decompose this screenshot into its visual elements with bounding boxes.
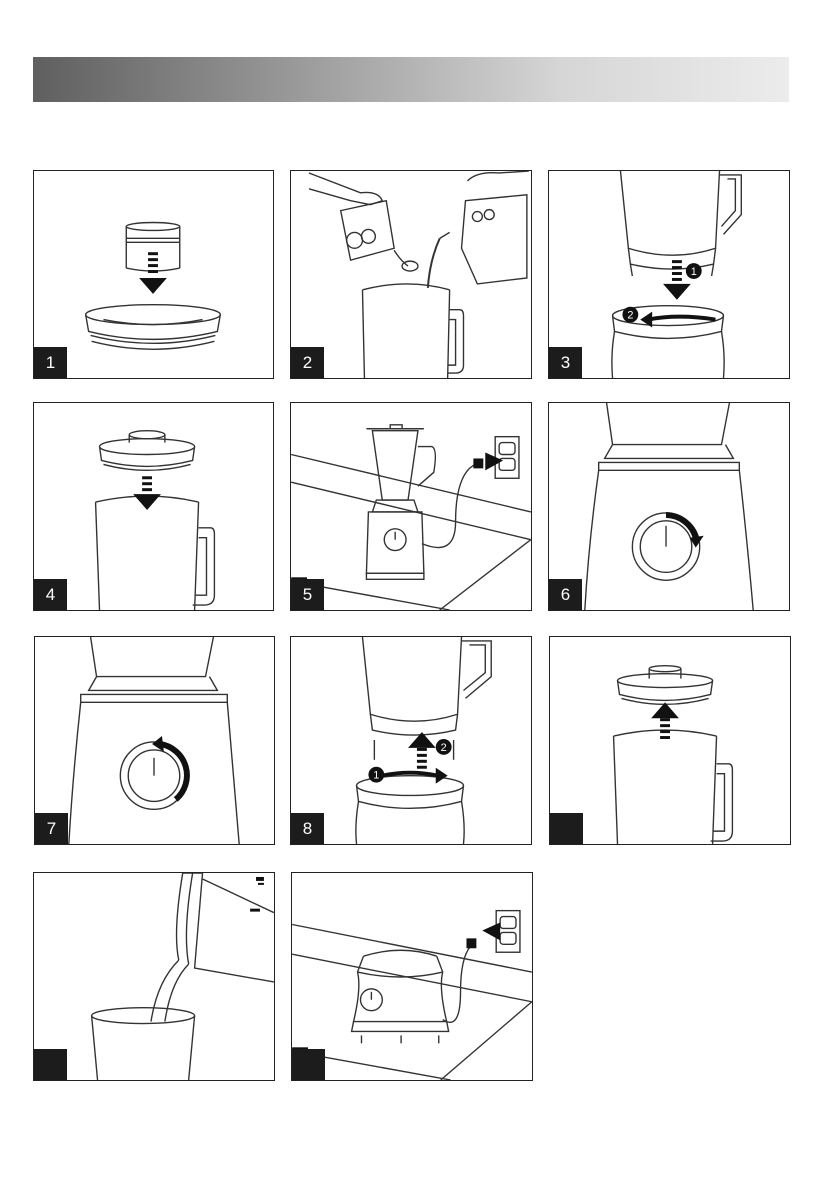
step-number-badge: 2 [291, 347, 324, 378]
step-number-badge [292, 1049, 325, 1080]
step-number-badge [34, 1049, 67, 1080]
step-number-badge: 4 [34, 579, 67, 610]
turn-dial-on-illustration [549, 403, 789, 610]
step-1-panel: 1 [33, 170, 274, 379]
attach-jar-illustration: 1 2 [549, 171, 789, 378]
svg-text:1: 1 [691, 266, 697, 278]
turn-dial-off-illustration [35, 637, 274, 844]
svg-text:1: 1 [373, 770, 379, 782]
step-number-badge [550, 813, 583, 844]
step-number-badge: 8 [291, 813, 324, 844]
step-number-badge: 3 [549, 347, 582, 378]
step-number-badge: 5 [291, 579, 324, 610]
step-9-panel [549, 636, 791, 845]
attach-lid-illustration [34, 403, 273, 610]
add-ingredients-illustration [291, 171, 531, 378]
svg-text:2: 2 [441, 742, 447, 754]
step-3-panel: 1 2 3 [548, 170, 790, 379]
step-10-panel [33, 872, 275, 1081]
svg-text:2: 2 [627, 310, 633, 322]
step-number-badge: 1 [34, 347, 67, 378]
pour-drink-illustration [34, 873, 274, 1080]
unplug-illustration [292, 873, 532, 1080]
step-number-badge: 7 [35, 813, 68, 844]
step-5-panel: 5 [290, 402, 532, 611]
step-11-panel [291, 872, 533, 1081]
step-2-panel: 2 [290, 170, 532, 379]
remove-jar-illustration: 2 1 [291, 637, 531, 844]
step-6-panel: 6 [548, 402, 790, 611]
step-7-panel: 7 [34, 636, 275, 845]
step-number-badge: 6 [549, 579, 582, 610]
step-8-panel: 2 1 8 [290, 636, 532, 845]
step-4-panel: 4 [33, 402, 274, 611]
section-header-bar [33, 57, 789, 102]
remove-lid-illustration [550, 637, 790, 844]
plug-in-illustration [291, 403, 531, 610]
lid-insert-illustration [34, 171, 273, 378]
